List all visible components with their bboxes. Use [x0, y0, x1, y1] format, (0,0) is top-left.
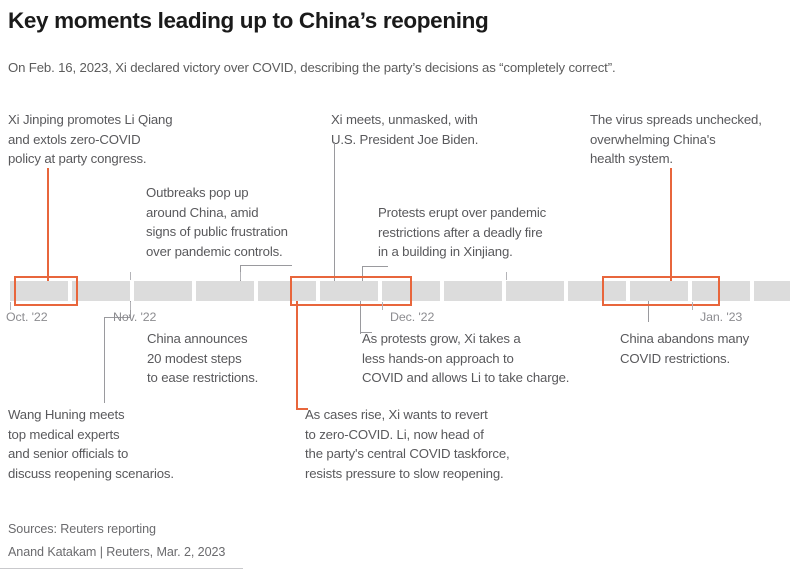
- connector-china-announces: [104, 301, 131, 319]
- annotation-china-abandons: China abandons many COVID restrictions.: [620, 331, 750, 366]
- annotation-wang-huning: Wang Huning meets top medical experts an…: [8, 407, 174, 481]
- timeline-segment: [506, 281, 564, 301]
- timeline-highlight-box: [290, 276, 412, 306]
- timeline-segment: [630, 281, 688, 301]
- timeline-highlight-box: [14, 276, 78, 306]
- axis-tick: [10, 302, 12, 310]
- connector-xi-biden: [334, 142, 336, 281]
- axis-label-jan: Jan. '23: [700, 310, 743, 324]
- timeline-segment: [10, 281, 68, 301]
- timeline-segment: [568, 281, 626, 301]
- annotation-xi-promotes-li: Xi Jinping promotes Li Qiang and extols …: [8, 112, 173, 166]
- axis-tick: [692, 302, 694, 310]
- annotation-protests-erupt: Protests erupt over pandemic restriction…: [378, 205, 547, 259]
- page-title: Key moments leading up to China’s reopen…: [8, 8, 489, 33]
- axis-tick: [382, 302, 384, 310]
- timeline-segment: [320, 281, 378, 301]
- connector-xi-promotes-li: [47, 168, 49, 281]
- footer-rule: [0, 568, 243, 569]
- annotation-as-protests-grow: As protests grow, Xi takes a less hands-…: [362, 331, 570, 385]
- timeline-segment: [258, 281, 316, 301]
- connector-virus-spreads: [670, 168, 672, 281]
- annotation-xi-biden: Xi meets, unmasked, with U.S. President …: [331, 112, 479, 147]
- footer-sources: Sources: Reuters reporting: [8, 522, 156, 536]
- annotation-outbreaks: Outbreaks pop up around China, amid sign…: [146, 185, 288, 259]
- axis-label-oct: Oct. '22: [6, 310, 48, 324]
- annotation-as-cases-rise: As cases rise, Xi wants to revert to zer…: [305, 407, 510, 481]
- timeline-segment: [72, 281, 130, 301]
- page-subtitle: On Feb. 16, 2023, Xi declared victory ov…: [8, 60, 616, 75]
- timeline-segment: [196, 281, 254, 301]
- connector-wang-huning: [104, 317, 106, 403]
- connector-as-cases-rise-arm: [296, 408, 308, 410]
- timeline-segment: [692, 281, 750, 301]
- footer-credit: Anand Katakam | Reuters, Mar. 2, 2023: [8, 545, 226, 559]
- axis-label-dec: Dec. '22: [390, 310, 435, 324]
- connector-as-cases-rise-stem: [296, 301, 298, 409]
- timeline-segment: [444, 281, 502, 301]
- annotation-china-announces: China announces 20 modest steps to ease …: [147, 331, 259, 385]
- timeline-segment: [382, 281, 440, 301]
- connector-outbreaks: [240, 265, 292, 281]
- timeline-segment: [754, 281, 790, 301]
- connector-protests-erupt: [362, 266, 388, 281]
- timeline-segment: [134, 281, 192, 301]
- connector-china-abandons: [648, 301, 650, 322]
- connector-as-protests-grow-arm: [360, 332, 372, 334]
- timeline-highlight-box: [602, 276, 720, 306]
- axis-tick-top: [506, 272, 508, 280]
- annotation-virus-spreads: The virus spreads unchecked, overwhelmin…: [590, 112, 762, 166]
- axis-tick-top: [130, 272, 132, 280]
